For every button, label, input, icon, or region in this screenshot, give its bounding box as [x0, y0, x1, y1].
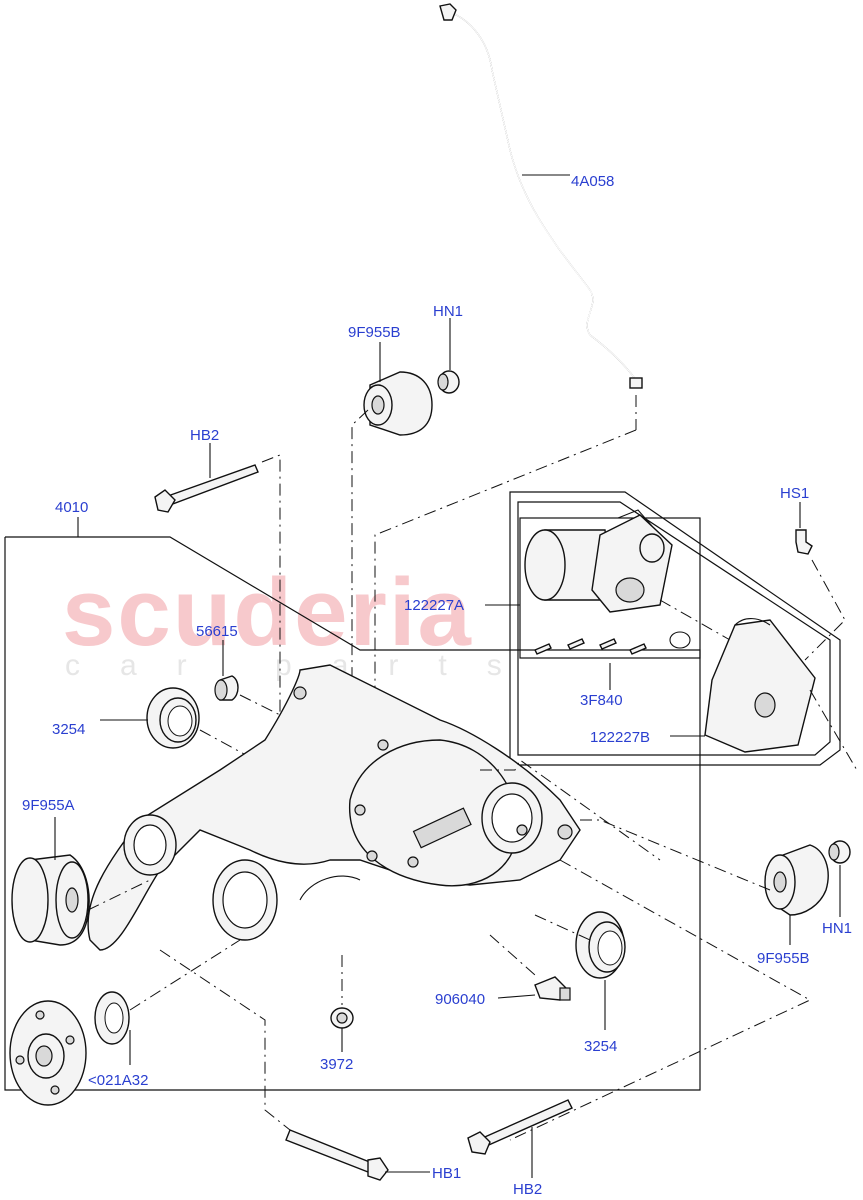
bush-9f955a — [11, 854, 90, 946]
screw-hs1 — [795, 529, 813, 555]
actuator-inner-frame — [517, 501, 831, 756]
callout-56615: 56615 — [196, 623, 238, 640]
actuator-motor — [524, 509, 673, 613]
nut-hn1-right — [828, 840, 851, 864]
callout-4010: 4010 — [55, 499, 88, 516]
seal-3254-right — [575, 911, 626, 979]
bolt-hb2-top — [154, 464, 259, 513]
callout-hb1: HB1 — [432, 1165, 461, 1182]
callout-9f955a: 9F955A — [22, 797, 75, 814]
watermark: scuderia car parts — [62, 559, 542, 682]
bush-9f955b-top — [363, 371, 433, 436]
callout-9f955b-right: 9F955B — [757, 950, 810, 967]
watermark-sub: car parts — [65, 649, 542, 682]
plug-3972 — [330, 1007, 354, 1029]
watermark-brand: scuderia — [62, 559, 473, 666]
nut-hn1-top — [437, 370, 460, 394]
callout-906040: 906040 — [435, 991, 485, 1008]
callout-hs1: HS1 — [780, 485, 809, 502]
bolt-hb1 — [285, 1129, 389, 1181]
callout-hn1-right: HN1 — [822, 920, 852, 937]
callout-3972: 3972 — [320, 1056, 353, 1073]
callout-3f840: 3F840 — [580, 692, 623, 709]
callout-3254-left: 3254 — [52, 721, 85, 738]
breather-pipe — [439, 3, 643, 389]
callout-122227b: 122227B — [590, 729, 650, 746]
callout-122227a: 122227A — [404, 597, 464, 614]
sensor-906040 — [534, 976, 571, 1001]
motor-subframe — [519, 517, 701, 659]
callout-9f955b-top: 9F955B — [348, 324, 401, 341]
seal-3254-left — [146, 687, 200, 749]
o-ring — [669, 631, 691, 649]
callout-021a32: <021A32 — [88, 1072, 148, 1089]
callout-hb2-top: HB2 — [190, 427, 219, 444]
bolt-hb2-bottom — [467, 1099, 573, 1155]
screws-3f840 — [534, 638, 647, 655]
callout-hn1-top: HN1 — [433, 303, 463, 320]
flange — [9, 1000, 87, 1106]
bush-9f955b-right — [764, 844, 829, 916]
seal-021a32 — [94, 991, 130, 1045]
callout-4a058: 4A058 — [571, 173, 614, 190]
bush-56615 — [214, 675, 239, 701]
actuator-housing — [704, 618, 816, 753]
differential-housing — [87, 664, 581, 951]
callout-hb2-bottom: HB2 — [513, 1181, 542, 1198]
callout-3254-right: 3254 — [584, 1038, 617, 1055]
